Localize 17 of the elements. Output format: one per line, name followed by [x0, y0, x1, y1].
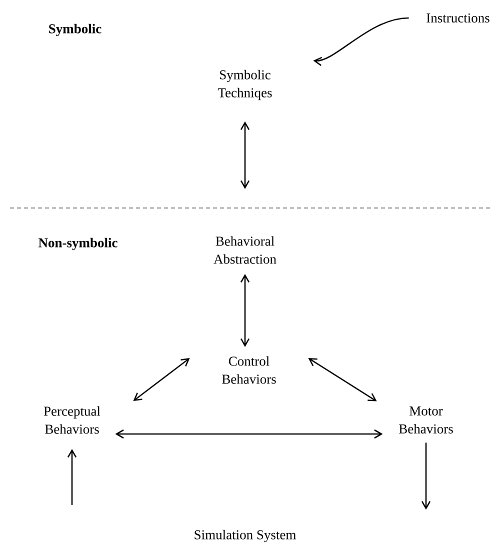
node-label: Behavioral Abstraction: [214, 236, 276, 264]
arrow: [421, 442, 431, 510]
node-label: Control Behaviors: [222, 356, 276, 384]
node-label: Motor Behaviors: [399, 406, 453, 434]
node-label: Instructions: [426, 13, 490, 23]
system-label: Simulation System: [194, 530, 296, 542]
arrow: [133, 358, 190, 402]
arrow: [115, 429, 383, 439]
arrow: [240, 121, 250, 190]
arrow: [313, 17, 409, 66]
arrow: [67, 448, 77, 505]
node-label: Perceptual Behaviors: [44, 406, 100, 434]
section-label: Non-symbolic: [38, 238, 118, 250]
arrow: [240, 274, 250, 348]
node-label: Symbolic Techniqes: [218, 70, 272, 100]
section-label: Symbolic: [49, 24, 102, 36]
arrow: [308, 358, 377, 402]
